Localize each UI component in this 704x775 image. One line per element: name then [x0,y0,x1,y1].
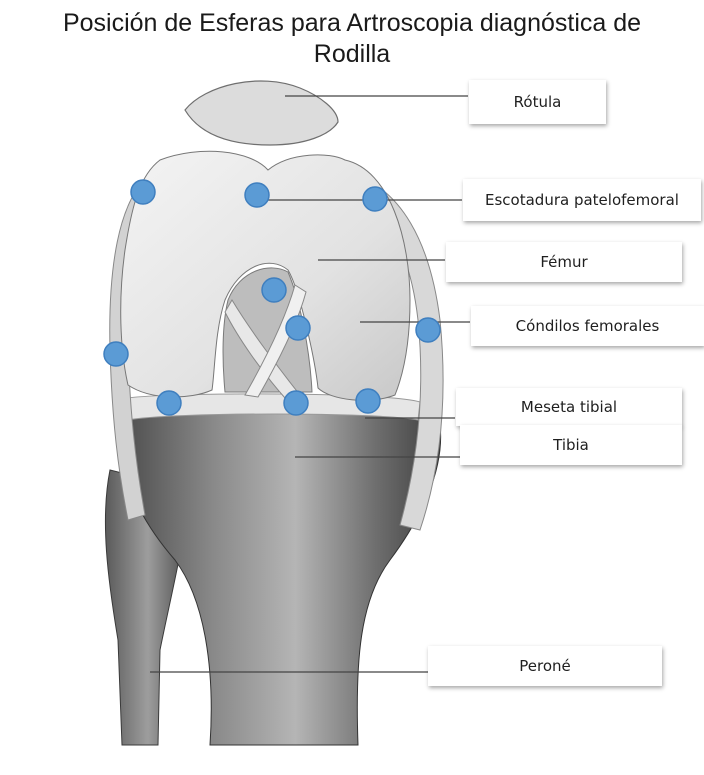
sphere [284,391,308,415]
label-femur: Fémur [446,242,682,282]
label-meseta-tibial: Meseta tibial [456,388,682,426]
label-tibia: Tibia [460,425,682,465]
sphere [363,187,387,211]
label-perone: Peroné [428,646,662,686]
sphere [286,316,310,340]
sphere [245,183,269,207]
sphere [416,318,440,342]
sphere [104,342,128,366]
label-escotadura-patelofemoral: Escotadura patelofemoral [463,179,701,221]
patella-bone [185,81,338,145]
sphere [157,391,181,415]
sphere [262,278,286,302]
label-rotula: Rótula [469,80,606,124]
label-condilos-femorales: Cóndilos femorales [471,306,704,346]
sphere [356,389,380,413]
sphere [131,180,155,204]
